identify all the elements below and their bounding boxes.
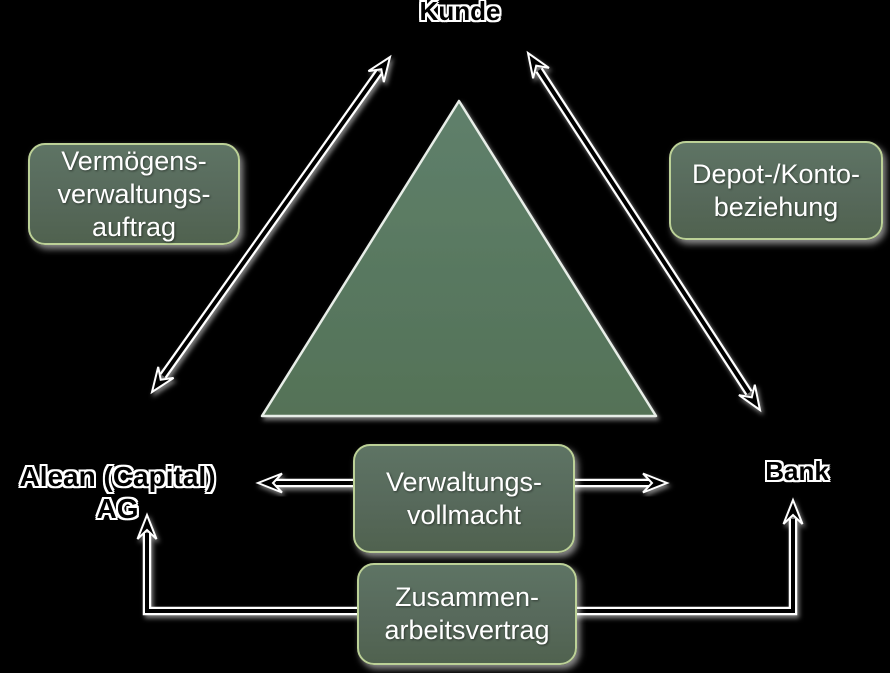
node-label-bank: Bank — [765, 456, 829, 486]
box-vermoegensverwaltungsauftrag: Vermögens- verwaltungs- auftrag — [28, 143, 240, 245]
node-label-alean-capital-ag: Alean (Capital) AG — [19, 461, 216, 524]
node-label-kunde: Kunde — [419, 0, 501, 26]
box-verwaltungsvollmacht: Verwaltungs- vollmacht — [353, 444, 575, 553]
box-zusammenarbeitsvertrag: Zusammen- arbeitsvertrag — [357, 563, 577, 665]
arrow-kunde-bank — [526, 50, 762, 413]
box-zusammenarbeitsvertrag-label: Zusammen- arbeitsvertrag — [384, 582, 550, 645]
pyramid-triangle — [260, 99, 658, 418]
box-vermoegensverwaltungsauftrag-label: Vermögens- verwaltungs- auftrag — [57, 145, 211, 242]
arrow-alean-kunde — [150, 54, 392, 395]
box-verwaltungsvollmacht-label: Verwaltungs- vollmacht — [385, 466, 543, 530]
box-depot-kontobeziehung: Depot-/Konto- beziehung — [669, 141, 883, 240]
box-depot-kontobeziehung-label: Depot-/Konto- beziehung — [691, 158, 861, 222]
